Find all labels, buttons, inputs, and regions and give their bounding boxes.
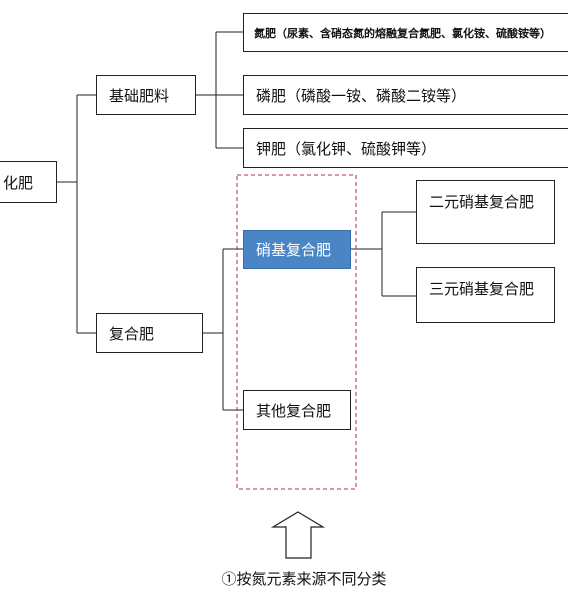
classification-caption: ①按氮元素来源不同分类 [221, 570, 387, 588]
nitrogen-label: 氮肥（尿素、含硝态氮的熔融复合氮肥、氯化铵、硫酸铵等） [254, 26, 551, 40]
compound-fertilizer-node: 复合肥 [96, 313, 203, 353]
ternary-nitro-label: 三元硝基复合肥 [429, 280, 535, 298]
potash-label: 钾肥（氯化钾、硫酸钾等） [256, 139, 437, 158]
root-node: 化肥 [0, 161, 57, 203]
nitro-compound-label: 硝基复合肥 [256, 241, 332, 259]
other-compound-node: 其他复合肥 [243, 390, 351, 430]
basic-fertilizer-node: 基础肥料 [96, 75, 196, 115]
potash-fertilizer-node: 钾肥（氯化钾、硫酸钾等） [243, 128, 568, 168]
group-outline [236, 174, 357, 490]
binary-nitro-label: 二元硝基复合肥 [429, 193, 535, 211]
nitro-compound-node: 硝基复合肥 [243, 230, 351, 269]
phosphate-label: 磷肥（磷酸一铵、磷酸二铵等） [256, 86, 467, 105]
root-label: 化肥 [3, 173, 34, 192]
phosphate-fertilizer-node: 磷肥（磷酸一铵、磷酸二铵等） [243, 75, 568, 115]
basic-label: 基础肥料 [109, 86, 170, 105]
other-compound-label: 其他复合肥 [256, 401, 332, 420]
nitrogen-fertilizer-node: 氮肥（尿素、含硝态氮的熔融复合氮肥、氯化铵、硫酸铵等） [243, 13, 568, 52]
up-arrow-icon [270, 511, 326, 559]
compound-label: 复合肥 [109, 324, 155, 343]
binary-nitro-node: 二元硝基复合肥 [416, 180, 555, 244]
ternary-nitro-node: 三元硝基复合肥 [416, 267, 555, 323]
